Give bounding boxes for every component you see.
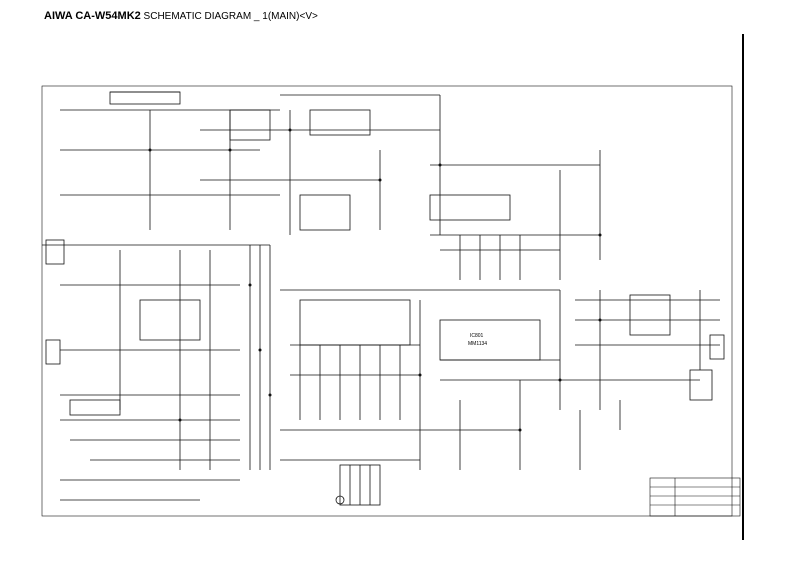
- model-name: AIWA CA-W54MK2: [44, 10, 141, 22]
- ic-block-amp: [629, 294, 671, 336]
- connector-top: [109, 91, 181, 105]
- ic-block-if: [299, 194, 351, 231]
- diagram-caption: SCHEMATIC DIAGRAM _ 1(MAIN)<V>: [143, 11, 318, 22]
- jack-top-left: [45, 239, 65, 265]
- ic-block-processor: [299, 299, 411, 346]
- transformer-right: [689, 369, 713, 401]
- diagram-title: AIWA CA-W54MK2 SCHEMATIC DIAGRAM _ 1(MAI…: [44, 10, 318, 22]
- title-block: [649, 477, 741, 517]
- jack-left: [45, 339, 61, 365]
- ic801-label: IC801: [470, 333, 484, 339]
- ic-block-motor: [69, 399, 121, 416]
- ic-block-preamp: [139, 299, 201, 341]
- schematic-frame: [41, 85, 733, 517]
- ic-block-tuner: [229, 109, 271, 141]
- ic-block-decoder: [429, 194, 511, 221]
- page-border-right: [742, 34, 744, 540]
- ic801-part-label: MM1134: [468, 341, 487, 347]
- jack-right: [709, 334, 725, 360]
- ic-block-fm: [309, 109, 371, 136]
- ic-block-ic801: [439, 319, 541, 361]
